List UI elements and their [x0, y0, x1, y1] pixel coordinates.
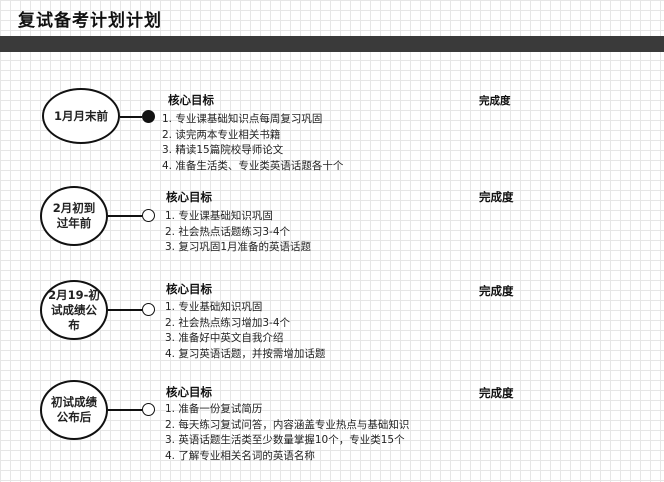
page-title: 复试备考计划计划	[18, 11, 162, 31]
stage-1-task-4: 4. 准备生活类、专业类英语话题各十个	[162, 159, 344, 172]
stage-3-goal-heading: 核心目标	[166, 282, 212, 296]
stage-4-completion-label: 完成度	[479, 386, 514, 400]
stage-1-oval: 1月月末前	[42, 88, 120, 144]
stage-4-label: 初试成绩公布后	[51, 395, 97, 424]
stage-1-label: 1月月末前	[53, 108, 108, 123]
stage-3-completion-label: 完成度	[479, 284, 514, 298]
stage-1-connector	[120, 116, 142, 118]
stage-1-task-3: 3. 精读15篇院校导师论文	[162, 144, 284, 157]
stage-3-marker-hollow-dot	[142, 303, 155, 316]
stage-2-goal-heading: 核心目标	[166, 190, 212, 204]
stage-4-task-3: 3. 英语话题生活类至少数量掌握10个，专业类15个	[165, 434, 405, 447]
stage-4-marker-hollow-dot	[142, 403, 155, 416]
stage-2-task-1: 1. 专业课基础知识巩固	[165, 210, 273, 222]
stage-2-completion-label: 完成度	[479, 190, 514, 204]
stage-4-connector	[108, 409, 142, 411]
stage-3-task-2: 2. 社会热点练习增加3-4个	[165, 316, 291, 329]
stage-3-task-4: 4. 复习英语话题，并按需增加话题	[165, 347, 326, 360]
stage-2-connector	[108, 215, 142, 217]
stage-3-label: 2月19-初试成绩公布	[48, 287, 100, 332]
stage-2-task-3: 3. 复习巩固1月准备的英语话题	[165, 241, 312, 254]
stage-2-label: 2月初到过年前	[52, 201, 96, 230]
stage-3-task-3: 3. 准备好中英文自我介绍	[165, 332, 284, 345]
stage-4-goal-heading: 核心目标	[166, 385, 212, 399]
stage-1-task-1: 1. 专业课基础知识点每周复习巩固	[162, 113, 323, 125]
stage-1-task-2: 2. 读完两本专业相关书籍	[162, 128, 281, 141]
stage-3-task-1: 1. 专业基础知识巩固	[165, 301, 263, 313]
stage-2-marker-hollow-dot	[142, 209, 155, 222]
header-bar	[0, 36, 664, 52]
stage-1-marker-filled-dot	[142, 110, 155, 123]
stage-4-task-1: 1. 准备一份复试简历	[165, 403, 263, 415]
stage-3-oval: 2月19-初试成绩公布	[40, 280, 108, 340]
stage-1-goal-heading: 核心目标	[168, 93, 214, 107]
stage-2-oval: 2月初到过年前	[40, 186, 108, 246]
stage-4-task-list: 1. 准备一份复试简历 2. 每天练习复试问答，内容涵盖专业热点与基础知识 3.…	[165, 402, 409, 464]
stage-2-task-2: 2. 社会热点话题练习3-4个	[165, 225, 291, 238]
stage-1-task-list: 1. 专业课基础知识点每周复习巩固 2. 读完两本专业相关书籍 3. 精读15篇…	[162, 112, 343, 174]
stage-4-task-2: 2. 每天练习复试问答，内容涵盖专业热点与基础知识	[165, 418, 410, 431]
stage-3-task-list: 1. 专业基础知识巩固 2. 社会热点练习增加3-4个 3. 准备好中英文自我介…	[165, 300, 325, 362]
stage-4-task-4: 4. 了解专业相关名词的英语名称	[165, 449, 315, 462]
stage-4-oval: 初试成绩公布后	[40, 380, 108, 440]
stage-1-completion-label: 完成度	[479, 95, 511, 107]
stage-2-task-list: 1. 专业课基础知识巩固 2. 社会热点话题练习3-4个 3. 复习巩固1月准备…	[165, 209, 311, 256]
stage-3-connector	[108, 309, 142, 311]
